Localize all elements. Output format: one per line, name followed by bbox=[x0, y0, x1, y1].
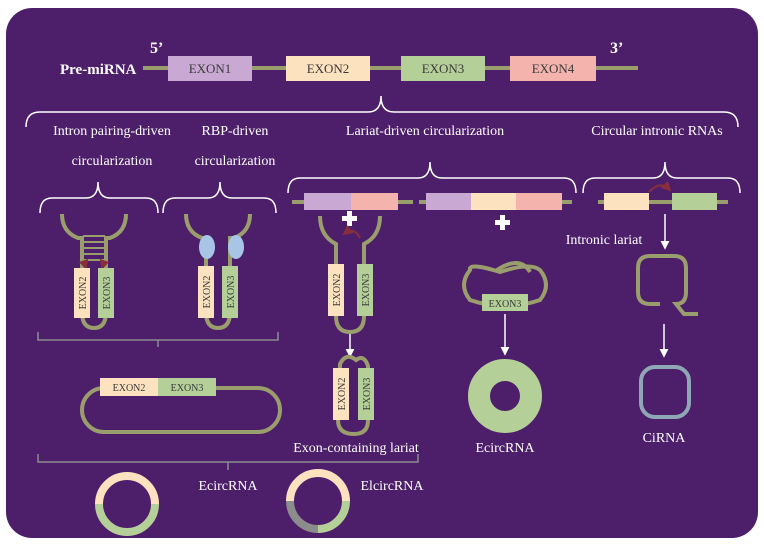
five-prime-label: 5’ bbox=[150, 40, 163, 57]
header-circular-intronic: Circular intronic RNAs bbox=[591, 124, 722, 139]
rbp-exon3-label: EXON3 bbox=[226, 276, 237, 309]
header-rbp-line2: circularization bbox=[195, 154, 276, 169]
exon-loop: EXON2 EXON3 bbox=[80, 378, 282, 434]
exon3-label: EXON3 bbox=[422, 61, 465, 76]
rbp-exon2-label: EXON2 bbox=[202, 276, 213, 309]
intron-pairing-hairpin: EXON2 EXON3 bbox=[60, 213, 128, 331]
exon-containing-lariat-label: Exon-containing lariat bbox=[293, 441, 419, 456]
exon-containing-lariat: EXON2 EXON3 bbox=[333, 354, 374, 437]
exon2-label: EXON2 bbox=[307, 61, 350, 76]
ecircrna-bottom-label: EcircRNA bbox=[198, 479, 258, 494]
plus-icon-right bbox=[495, 215, 510, 230]
plus-icon-left bbox=[342, 211, 357, 226]
intronic-lariat-label: Intronic lariat bbox=[566, 233, 643, 248]
exon1-label: EXON1 bbox=[189, 61, 232, 76]
lariat-circle-exon3-label: EXON3 bbox=[489, 299, 522, 310]
lariat-bar-right bbox=[419, 193, 572, 210]
brace-lariat bbox=[287, 161, 577, 194]
elcircrna-ring bbox=[286, 469, 350, 533]
brace-circular-intronic bbox=[582, 161, 741, 194]
hairpin-exon2-label: EXON2 bbox=[78, 277, 89, 310]
ecl-exon2-label: EXON2 bbox=[337, 378, 348, 411]
brace-intron-pairing bbox=[39, 181, 159, 214]
header-rbp-line1: RBP-driven bbox=[202, 124, 269, 139]
hairpin-exon3-label: EXON3 bbox=[102, 277, 113, 310]
cirna-ring bbox=[639, 365, 691, 419]
exon3-lariat-circle: EXON3 bbox=[462, 261, 548, 311]
rbp-protein-right bbox=[228, 235, 244, 259]
lariat-exon2-label: EXON2 bbox=[332, 274, 343, 307]
rbp-hairpin: EXON2 EXON3 bbox=[184, 213, 252, 331]
header-lariat: Lariat-driven circularization bbox=[346, 124, 504, 139]
exon4-label: EXON4 bbox=[532, 61, 575, 76]
rbp-protein-left bbox=[199, 235, 215, 259]
ecircrna-ring-bottom bbox=[95, 472, 159, 536]
top-brace bbox=[25, 95, 739, 128]
intronic-lariat-shape bbox=[636, 254, 698, 316]
header-intron-pairing-line2: circularization bbox=[72, 154, 153, 169]
header-intron-pairing-line1: Intron pairing-driven bbox=[53, 124, 171, 139]
lariat-bar-left bbox=[292, 193, 413, 210]
premirna-exon3: EXON3 bbox=[401, 56, 485, 81]
ecircrna-donut bbox=[468, 359, 542, 433]
premirna-label: Pre-miRNA bbox=[60, 62, 137, 78]
lariat-hairpin: EXON2 EXON3 bbox=[318, 215, 382, 335]
loop-exon3-label: EXON3 bbox=[171, 383, 204, 394]
three-prime-label: 3’ bbox=[610, 40, 623, 57]
premirna-exon1: EXON1 bbox=[168, 56, 252, 81]
cirna-label: CiRNA bbox=[643, 431, 687, 446]
elcircrna-label: ElcircRNA bbox=[361, 479, 425, 494]
loop-exon2-label: EXON2 bbox=[113, 383, 146, 394]
ecircrna-donut-label: EcircRNA bbox=[475, 441, 535, 456]
premirna-exon4: EXON4 bbox=[510, 56, 596, 81]
premirna-exon2: EXON2 bbox=[286, 56, 370, 81]
brace-rbp bbox=[162, 181, 277, 214]
ecl-exon3-label: EXON3 bbox=[362, 378, 373, 411]
lariat-exon3-label: EXON3 bbox=[361, 274, 372, 307]
intronic-bar bbox=[598, 180, 728, 210]
background-panel bbox=[6, 8, 758, 538]
